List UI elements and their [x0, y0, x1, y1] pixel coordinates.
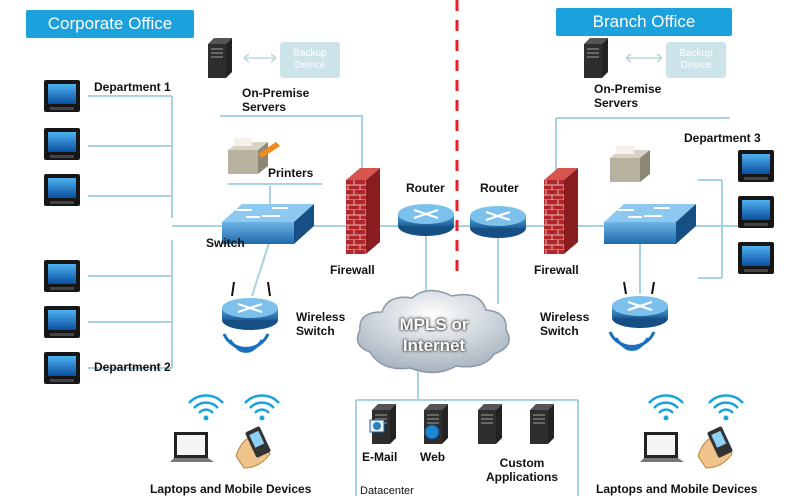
switch-label: Switch	[206, 236, 245, 250]
servers-label-line-2: Servers	[594, 96, 639, 110]
connections	[88, 95, 740, 496]
wifi-icon	[647, 394, 685, 422]
custom-applications-label: Custom Applications	[476, 456, 568, 484]
backup-label-line-1: Backup	[679, 48, 713, 59]
wireless-label-line-2: Switch	[540, 324, 579, 338]
firewall-right-icon	[544, 168, 578, 254]
department-2-label: Department 2	[94, 360, 171, 374]
apps-label-line-1: Custom	[499, 456, 545, 470]
application-server-icon	[530, 404, 554, 444]
printer-right-icon	[610, 146, 650, 182]
mobile-phone-icon	[697, 425, 734, 469]
backup-device-box	[666, 42, 726, 78]
wifi-icon	[187, 394, 225, 422]
wifi-icon	[243, 394, 281, 422]
mobile-devices-right	[640, 394, 745, 469]
backup-label-line-1: Backup	[293, 48, 327, 59]
wireless-switch-label: Wireless Switch	[296, 310, 345, 338]
workstation-monitor-icon	[738, 150, 774, 182]
router-right-label: Router	[480, 181, 519, 195]
mobile-devices-label: Laptops and Mobile Devices	[150, 482, 312, 496]
workstation-monitor-icon	[44, 128, 80, 160]
department-1-computers	[44, 80, 80, 206]
switch-right-icon	[603, 203, 697, 245]
laptop-icon	[640, 432, 684, 462]
web-server-icon	[424, 404, 448, 444]
email-server-icon	[369, 404, 396, 444]
datacenter-servers	[369, 404, 554, 444]
mpls-internet-cloud-icon	[356, 289, 510, 374]
laptop-icon	[170, 432, 214, 462]
wireless-switch-right-icon	[608, 281, 670, 351]
workstation-monitor-icon	[44, 260, 80, 292]
printer-paper-icon	[258, 142, 280, 158]
router-label: Router	[406, 181, 445, 195]
department-2-computers	[44, 260, 80, 384]
backup-device-right	[625, 42, 726, 78]
department-3-label: Department 3	[684, 131, 761, 145]
wireless-label-line-1: Wireless	[540, 310, 590, 324]
backup-device-box	[280, 42, 340, 78]
wireless-label-line-2: Switch	[296, 324, 335, 338]
wireless-label-line-1: Wireless	[296, 310, 346, 324]
datacenter-label: Datacenter	[360, 485, 414, 497]
servers-label-line-1: On-Premise	[242, 86, 310, 100]
wireless-switch-left-icon	[220, 281, 280, 353]
workstation-monitor-icon	[44, 352, 80, 384]
mobile-devices-left	[170, 394, 281, 469]
on-premise-server-icon	[208, 38, 232, 78]
backup-label-line-2: Device	[294, 60, 326, 71]
cloud-label-line-1: MPLS or	[399, 315, 469, 334]
wifi-icon	[707, 394, 745, 422]
apps-label-line-2: Applications	[485, 470, 558, 484]
workstation-monitor-icon	[738, 196, 774, 228]
application-server-icon	[478, 404, 502, 444]
cloud-label: MPLS or Internet	[384, 314, 484, 356]
firewall-label: Firewall	[330, 263, 375, 277]
firewall-right-label: Firewall	[534, 263, 579, 277]
on-premise-servers-right-label: On-Premise Servers	[594, 82, 661, 110]
wireless-switch-right-label: Wireless Switch	[540, 310, 589, 338]
on-premise-server-right-icon	[584, 38, 608, 78]
workstation-monitor-icon	[44, 306, 80, 338]
workstation-monitor-icon	[738, 242, 774, 274]
email-server-label: E-Mail	[362, 450, 398, 464]
router-left-icon	[396, 202, 456, 238]
web-server-label: Web	[420, 450, 446, 464]
backup-device-right-label: Backup Device	[666, 48, 726, 72]
department-1-label: Department 1	[94, 80, 171, 94]
printers-label: Printers	[268, 166, 314, 180]
router-right-icon	[468, 204, 528, 240]
cloud-label-line-2: Internet	[402, 336, 466, 355]
sync-arrow-icon	[243, 53, 277, 63]
sync-arrow-icon	[625, 53, 663, 63]
backup-label-line-2: Device	[680, 60, 712, 71]
servers-label-line-1: On-Premise	[594, 82, 662, 96]
mobile-devices-right-label: Laptops and Mobile Devices	[596, 482, 758, 496]
firewall-left-icon	[346, 168, 380, 254]
backup-device-label: Backup Device	[280, 48, 340, 72]
mobile-phone-icon	[235, 425, 272, 469]
branch-office-title: Branch Office	[556, 8, 732, 36]
backup-device-left	[243, 42, 340, 78]
corporate-office-title: Corporate Office	[26, 10, 194, 38]
workstation-monitor-icon	[44, 174, 80, 206]
department-3-computers	[738, 150, 774, 274]
on-premise-servers-label: On-Premise Servers	[242, 86, 309, 114]
servers-label-line-2: Servers	[242, 100, 287, 114]
workstation-monitor-icon	[44, 80, 80, 112]
